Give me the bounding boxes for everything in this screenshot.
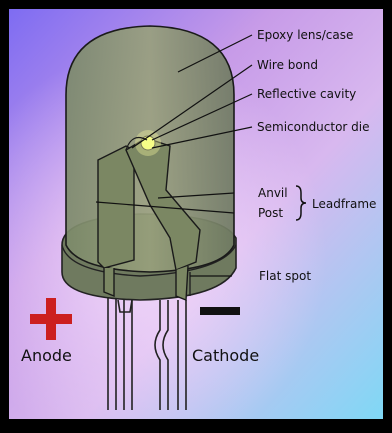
label-leadframe: Leadframe (312, 197, 376, 211)
label-reflective-cavity: Reflective cavity (257, 87, 356, 101)
label-flat-spot: Flat spot (259, 269, 311, 283)
label-epoxy-lens: Epoxy lens/case (257, 28, 353, 42)
label-anvil: Anvil (258, 186, 288, 200)
label-wire-bond: Wire bond (257, 58, 318, 72)
label-cathode: Cathode (192, 346, 259, 365)
label-anode: Anode (21, 346, 72, 365)
cathode-minus-sign (200, 307, 240, 315)
label-semiconductor-die: Semiconductor die (257, 120, 370, 134)
label-post: Post (258, 206, 283, 220)
